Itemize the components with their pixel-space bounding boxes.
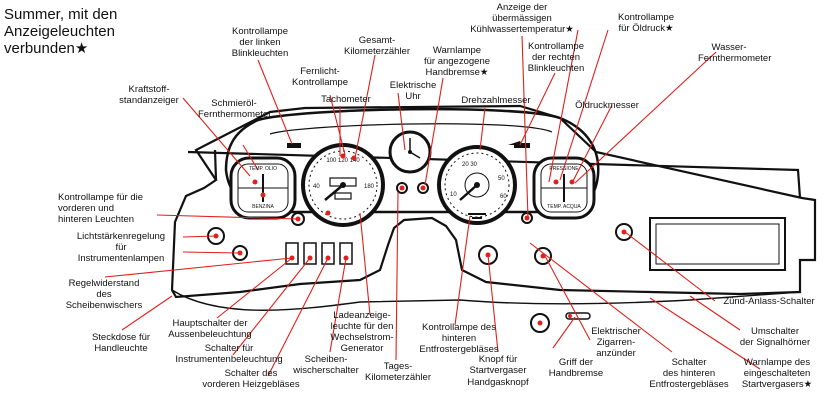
page-title: Summer, mit den Anzeigeleuchten verbunde…	[4, 6, 118, 57]
left-blinker-lamp	[287, 143, 301, 148]
label-clock: Elektrische Uhr	[389, 80, 437, 102]
tachometer-gauge: 20 30 50 10 60	[437, 145, 517, 225]
label-ignition: Zünd-Anlass-Schalter	[723, 296, 815, 307]
label-speedometer: Tachometer	[321, 94, 371, 105]
svg-text:40: 40	[313, 184, 320, 190]
label-right-blinker: Kontrollampe der rechten Blinkleuchten	[527, 41, 585, 74]
label-odometer-total: Gesamt- Kilometerzähler	[344, 35, 410, 57]
label-choke-warn: Warnlampe des eingeschalteten Startverga…	[741, 357, 813, 390]
gauge-left-bottom-text: BENZINA	[252, 204, 274, 210]
label-front-blower: Schalter des vorderen Heizgebläses	[202, 368, 300, 390]
label-instr-light-switch: Schalter für Instrumentenbeleuchtung	[175, 343, 283, 365]
label-oil-thermo: Schmieröl- Fernthermometer	[198, 98, 272, 120]
label-lighter: Elektrischer Zigarren- anzünder	[591, 326, 641, 359]
gauge-right-top-text: PRESSIONE	[549, 166, 579, 172]
svg-text:50: 50	[498, 176, 505, 182]
label-rear-defroster-switch: Schalter des hinteren Entfrostergebläses	[649, 357, 729, 390]
label-defroster-warn: Kontrollampe des hinteren Entfrostergebl…	[419, 322, 499, 355]
leader-lines	[104, 29, 761, 377]
gauge-left-top-text: TEMP. OLIO	[249, 166, 277, 172]
handbrake-grip	[565, 312, 591, 320]
label-charge-warn: Ladeanzeige- leuchte für den Wechselstro…	[330, 310, 394, 354]
label-high-beam: Fernlicht- Kontrollampe	[292, 66, 348, 88]
clock-gauge	[388, 130, 432, 174]
right-blinker-lamp	[514, 143, 530, 148]
svg-text:180: 180	[364, 184, 375, 190]
label-handbrake-grip: Griff der Handbremse	[548, 357, 604, 379]
switch-block	[285, 242, 353, 265]
label-overheat: Anzeige der übermässigen Kühlwassertempe…	[470, 2, 574, 35]
label-wiper-switch: Scheiben- wischerschalter	[293, 354, 359, 376]
label-hand-throttle: Handgasknopf	[467, 377, 529, 388]
label-tachometer: Drehzahlmesser	[461, 95, 531, 106]
right-combined-gauge	[532, 156, 596, 220]
svg-text:20 30: 20 30	[462, 162, 478, 168]
label-dimmer: Lichtstärkenregelung für Instrumentenlam…	[76, 231, 166, 264]
speedometer-gauge: 100 120 140 40 180	[301, 143, 385, 227]
label-fuel-gauge: Kraftstoff- standanzeiger	[119, 84, 179, 106]
label-oil-pressure: Öldruckmesser	[575, 100, 639, 111]
svg-text:60: 60	[500, 194, 507, 200]
svg-text:10: 10	[450, 192, 457, 198]
label-handbrake-warn: Warnlampe für angezogene Handbremse★	[423, 45, 491, 78]
svg-text:100 120 140: 100 120 140	[326, 158, 360, 164]
label-horn-switch: Umschalter der Signalhörner	[739, 326, 811, 348]
label-water-thermo: Wasser- Fernthermometer	[698, 42, 772, 64]
label-socket: Steckdose für Handleuchte	[91, 332, 151, 354]
glovebox	[649, 217, 786, 271]
label-main-light: Hauptschalter der Aussenbeleuchtung	[168, 318, 252, 340]
label-lights-warn: Kontrollampe für die vorderen und hinter…	[58, 192, 144, 225]
label-choke-knob: Knopf für Startvergaser	[469, 354, 527, 376]
label-trip-odometer: Tages- Kilometerzähler	[365, 361, 431, 383]
label-left-blinker: Kontrollampe der linken Blinkleuchten	[231, 26, 289, 59]
label-warn-oil-pressure: Kontrollampe für Öldruck★	[618, 12, 674, 34]
label-wiper-rheostat: Regelwiderstand des Scheibenwischers	[65, 278, 143, 311]
gauge-right-bottom-text: TEMP. ACQUA	[547, 204, 581, 210]
